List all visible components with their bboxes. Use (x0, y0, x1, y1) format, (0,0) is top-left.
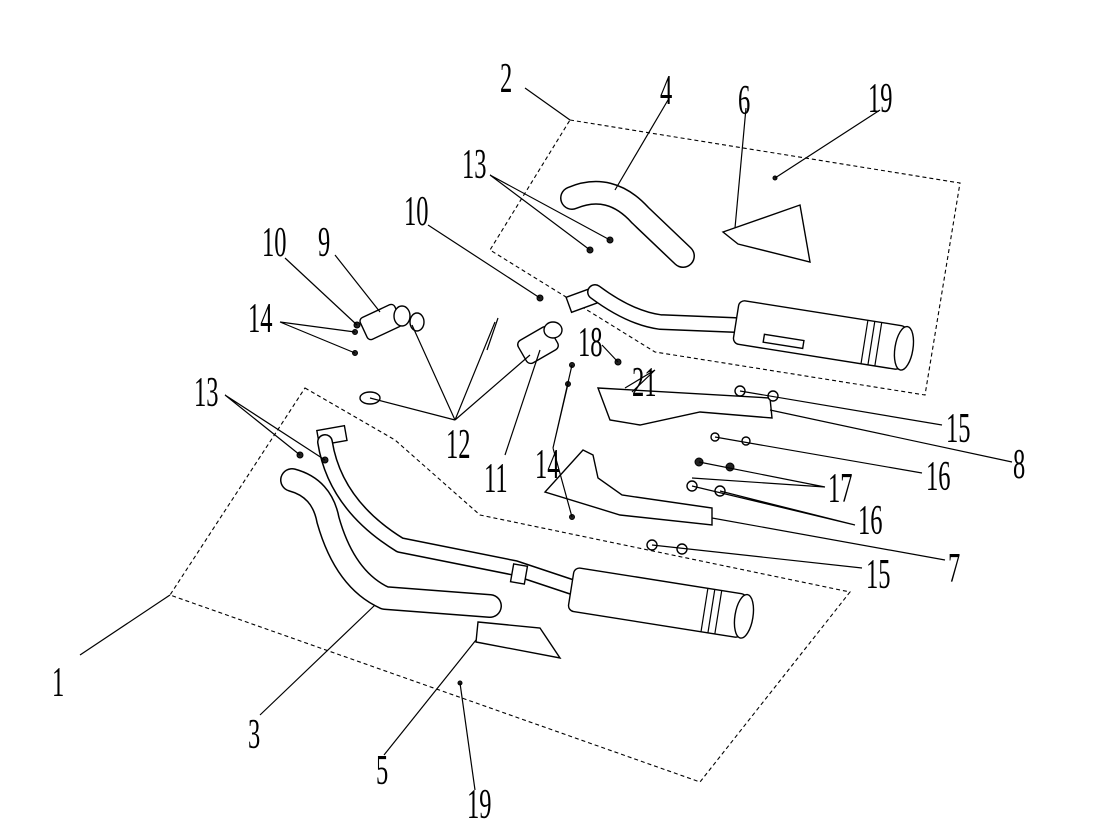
label-19-bottom: 19 (467, 780, 491, 828)
upper-header-pipe (565, 284, 743, 333)
label-7: 7 (948, 544, 960, 592)
label-12: 12 (446, 420, 470, 468)
label-4: 4 (660, 66, 672, 114)
label-17: 17 (828, 464, 852, 512)
label-3: 3 (248, 710, 260, 758)
label-10-mid: 10 (404, 187, 428, 235)
leader-lines (79, 87, 1013, 791)
manifold-9 (359, 303, 425, 341)
label-11: 11 (484, 454, 508, 502)
bracket-8 (596, 387, 773, 426)
stud-12 (486, 317, 499, 351)
label-16-bottom: 16 (858, 496, 882, 544)
upper-muffler (732, 300, 915, 371)
label-21: 21 (632, 358, 656, 406)
upper-assembly-boundary (489, 119, 961, 396)
label-5: 5 (376, 746, 388, 794)
label-14-mid: 14 (535, 440, 559, 488)
bracket-7 (543, 449, 713, 526)
label-9: 9 (318, 218, 330, 266)
lower-heat-shield-3 (280, 468, 502, 618)
lower-assembly-boundary (169, 387, 851, 783)
lower-muffler (567, 567, 755, 639)
label-13-top: 13 (462, 140, 486, 188)
label-18: 18 (578, 318, 602, 366)
label-6: 6 (738, 76, 750, 124)
washers-16-bottom (686, 480, 726, 497)
label-1: 1 (52, 658, 64, 706)
washers-16-top (710, 432, 751, 446)
label-2: 2 (500, 54, 512, 102)
nuts-17 (694, 457, 735, 472)
label-15-bottom: 15 (866, 550, 890, 598)
label-14-left: 14 (248, 294, 272, 342)
label-10-left: 10 (262, 218, 286, 266)
label-19-top: 19 (868, 74, 892, 122)
upper-heat-shield-6 (721, 204, 811, 263)
callout-labels: 2 4 6 19 13 10 9 10 14 18 21 13 15 12 11… (52, 54, 1025, 828)
label-16-top: 16 (926, 452, 950, 500)
label-15-top: 15 (946, 404, 970, 452)
manifold-11 (517, 321, 563, 365)
upper-heat-shield-4 (560, 180, 695, 268)
lower-header-pipe (316, 424, 583, 596)
label-13-bottom: 13 (194, 368, 218, 416)
lower-heat-shield-5 (475, 621, 562, 659)
label-8: 8 (1013, 440, 1025, 488)
